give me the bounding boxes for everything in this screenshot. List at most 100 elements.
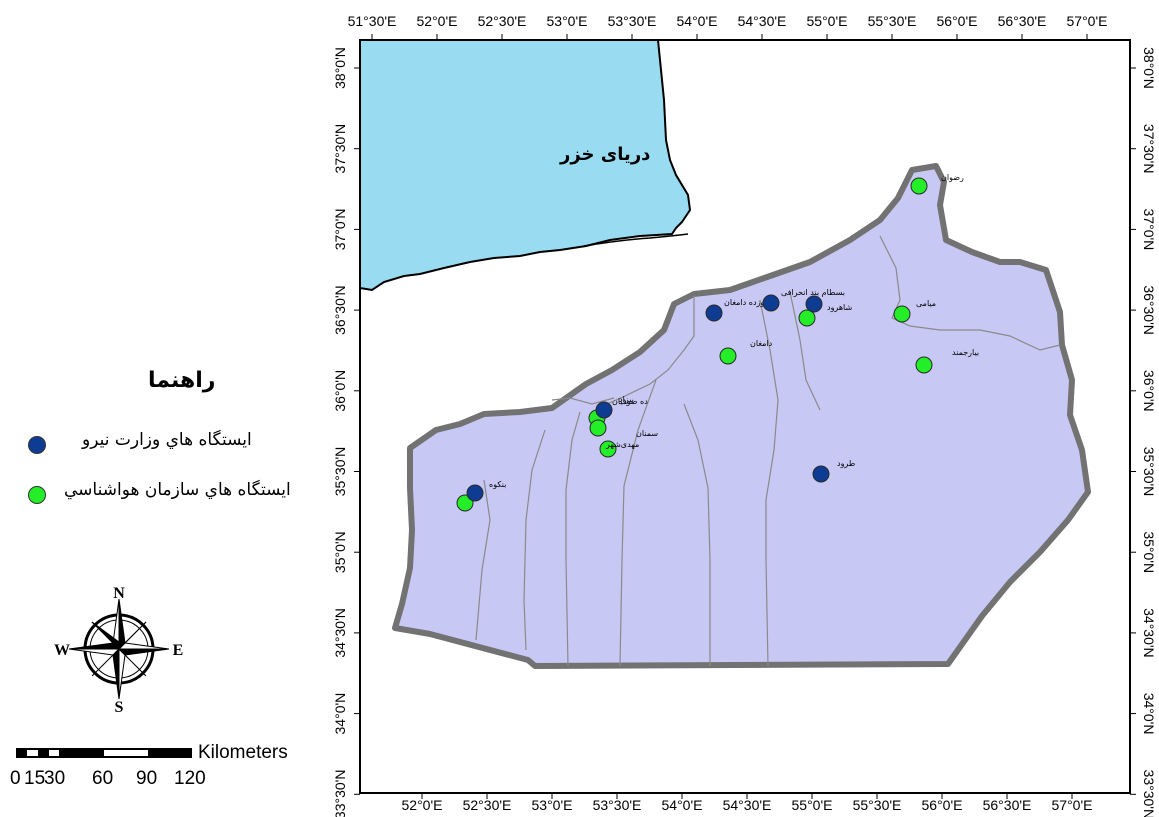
green-station-label: مهدی‌شهر [605, 440, 639, 449]
green-station-marker [719, 347, 737, 365]
north-label: N [113, 585, 125, 602]
lon-tick-label-bottom: 54°0'E [662, 797, 703, 813]
blue-station-marker [595, 401, 613, 419]
scale-label-30: 30 [44, 768, 66, 789]
lon-tick-label-top: 54°0'E [677, 13, 718, 29]
lat-tick-label-left: 35°30'N [332, 447, 348, 497]
north-arrow-icon: N S E W [54, 585, 184, 714]
blue-station-marker [705, 304, 723, 322]
lat-tick-label-right: 34°30'N [1141, 608, 1157, 658]
blue-station-marker [466, 484, 484, 502]
lat-tick-label-right: 37°0'N [1141, 209, 1157, 251]
scale-label-120: 120 [174, 768, 206, 789]
lat-tick-label-right: 34°0'N [1141, 693, 1157, 735]
blue-station-marker [805, 295, 823, 313]
county-borders [475, 235, 1061, 667]
lon-tick-label-top: 53°0'E [547, 13, 588, 29]
green-station-label: سمنان [636, 429, 658, 438]
semnan-province [392, 163, 1091, 669]
caspian-sea [359, 39, 692, 292]
legend-label-meteorology: ايستگاه هاي سازمان هواشناسي [64, 480, 291, 500]
east-label: E [173, 642, 184, 659]
lat-tick-label-left: 33°30'N [332, 770, 348, 817]
lon-tick-label-top: 56°0'E [937, 13, 978, 29]
scale-label-60: 60 [92, 768, 114, 789]
lat-tick-label-left: 37°0'N [332, 209, 348, 251]
sea-spit [583, 233, 689, 247]
blue-station-label: بنکوه [489, 480, 506, 489]
scale-unit: Kilometers [198, 742, 288, 763]
latitude-labels-left: 38°0'N 37°30'N 37°0'N 36°30'N 36°0'N 35°30'N 3… [332, 47, 348, 817]
lon-tick-label-top: 52°0'E [417, 13, 458, 29]
legend-item-meteorology-stations: ايستگاه هاي سازمان هواشناسي [20, 480, 320, 510]
lat-tick-label-right: 37°30'N [1141, 124, 1157, 174]
green-station-label: میامی [916, 299, 936, 308]
lat-tick-label-right: 33°30'N [1141, 770, 1157, 817]
scale-bar: Kilometers 0 15 30 60 90 120 [10, 742, 314, 792]
lat-tick-label-left: 36°0'N [332, 370, 348, 412]
lon-tick-label-top: 55°30'E [868, 13, 917, 29]
graticule-ticks [354, 34, 1136, 799]
lat-tick-label-left: 36°30'N [332, 285, 348, 335]
lon-tick-label-top: 53°30'E [608, 13, 657, 29]
lat-tick-label-right: 38°0'N [1141, 47, 1157, 89]
lon-tick-label-bottom: 55°30'E [853, 797, 902, 813]
latitude-labels-right: 38°0'N 37°30'N 37°0'N 36°30'N 36°0'N 35°30'N 3… [1141, 47, 1157, 817]
lon-tick-label-bottom: 53°0'E [532, 797, 573, 813]
green-station-label: رضوان [941, 173, 964, 182]
lon-tick-label-bottom: 56°30'E [983, 797, 1032, 813]
sea-label: دریای خزر [559, 144, 650, 165]
west-label: W [54, 642, 70, 659]
blue-dot-icon [28, 436, 46, 454]
green-station-label: شاهرود [827, 303, 852, 312]
green-station-label: بیارجمند [952, 348, 979, 357]
green-station-marker [893, 305, 911, 323]
lat-tick-label-left: 34°0'N [332, 693, 348, 735]
lon-tick-label-bottom: 54°30'E [723, 797, 772, 813]
lon-tick-label-bottom: 52°30'E [463, 797, 512, 813]
lat-tick-label-left: 37°30'N [332, 124, 348, 174]
lon-tick-label-bottom: 55°0'E [792, 797, 833, 813]
lat-tick-label-left: 38°0'N [332, 47, 348, 89]
scale-label-15: 15 [24, 768, 46, 789]
scale-label-0: 0 [10, 768, 21, 789]
blue-station-marker [812, 465, 830, 483]
lon-tick-label-top: 56°30'E [998, 13, 1047, 29]
blue-station-label: ده صوفیان [612, 397, 648, 406]
green-station-marker [910, 177, 928, 195]
lat-tick-label-left: 34°30'N [332, 608, 348, 658]
lat-tick-label-right: 35°0'N [1141, 531, 1157, 573]
lon-tick-label-top: 54°30'E [738, 13, 787, 29]
lon-tick-label-top: 57°0'E [1067, 13, 1108, 29]
legend-item-ministry-stations: ايستگاه هاي وزارت نيرو [20, 430, 320, 460]
lat-tick-label-left: 35°0'N [332, 531, 348, 573]
lon-tick-label-top: 52°30'E [478, 13, 527, 29]
scale-bar-graphic [16, 748, 192, 758]
lat-tick-label-right: 36°30'N [1141, 285, 1157, 335]
lat-tick-label-right: 36°0'N [1141, 370, 1157, 412]
green-station-marker [599, 440, 617, 458]
lon-tick-label-top: 55°0'E [807, 13, 848, 29]
lon-tick-label-top: 51°30'E [348, 13, 397, 29]
green-station-label: بیزاد [619, 395, 634, 404]
lon-tick-label-bottom: 56°0'E [922, 797, 963, 813]
south-label: S [115, 699, 124, 714]
lat-tick-label-right: 35°30'N [1141, 447, 1157, 497]
legend-title: راهنما [148, 368, 216, 393]
green-station-marker [915, 356, 933, 374]
lon-tick-label-bottom: 57°0'E [1052, 797, 1093, 813]
green-dot-icon [28, 486, 46, 504]
blue-station-label: بسطام بند انحرافی [781, 288, 845, 297]
stations-layer: رضوان شاهرود میامی دامغان بیارجمند بیزاد سمنان… [456, 173, 979, 512]
lon-tick-label-bottom: 53°30'E [593, 797, 642, 813]
blue-station-label: طرود [837, 459, 855, 468]
scale-label-90: 90 [136, 768, 158, 789]
blue-station-label: جوزده دامغان [724, 298, 770, 307]
longitude-labels-top: 51°30'E 52°0'E 52°30'E 53°0'E 53°30'E 54°0'E 5… [348, 13, 1108, 29]
green-station-marker [589, 419, 607, 437]
legend-label-ministry: ايستگاه هاي وزارت نيرو [82, 430, 252, 450]
green-station-marker [798, 309, 816, 327]
green-station-label: دامغان [750, 339, 773, 348]
lon-tick-label-bottom: 52°0'E [402, 797, 443, 813]
